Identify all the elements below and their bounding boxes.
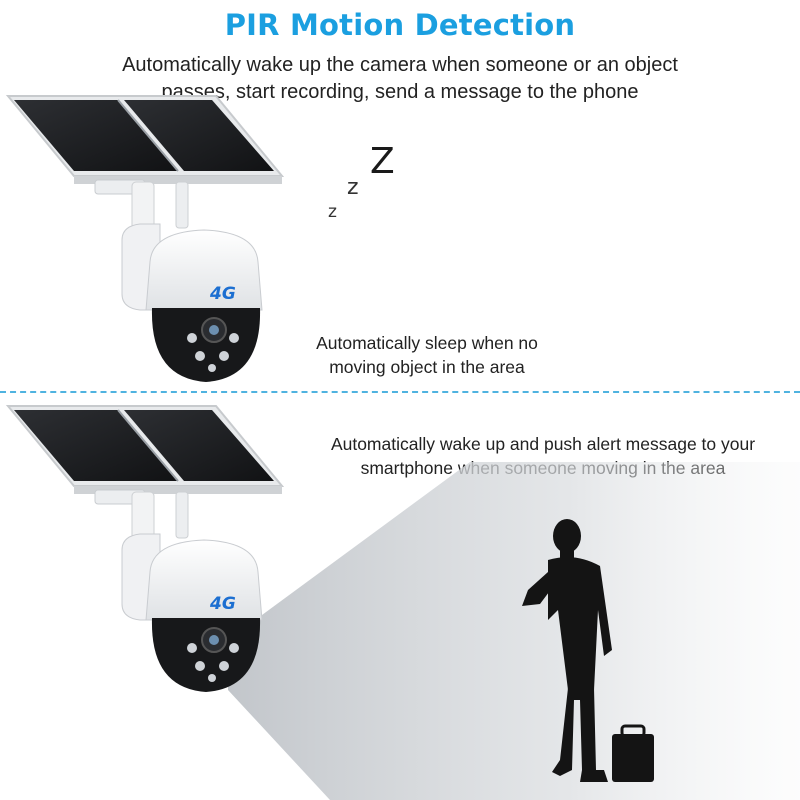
4g-badge-top: 4G xyxy=(210,284,236,304)
4g-badge-bottom: 4G xyxy=(210,594,236,614)
subtitle-line-2: passes, start recording, send a message … xyxy=(161,81,639,103)
sleep-z-medium: z xyxy=(347,175,359,200)
person-silhouette xyxy=(522,519,654,782)
solar-camera-sleeping xyxy=(7,95,283,383)
sleep-caption-line-2: moving object in the area xyxy=(329,357,525,377)
section-divider xyxy=(0,391,800,393)
subtitle-line-1: Automatically wake up the camera when so… xyxy=(122,54,678,76)
sleep-z-small: z xyxy=(328,202,337,222)
page-subtitle: Automatically wake up the camera when so… xyxy=(0,52,800,106)
sleep-z-large: Z xyxy=(370,141,395,182)
alert-caption-line-1: Automatically wake up and push alert mes… xyxy=(330,434,756,454)
page-title: PIR Motion Detection xyxy=(224,8,576,42)
sleep-caption-line-1: Automatically sleep when no xyxy=(316,333,538,353)
detection-beam xyxy=(228,462,800,800)
solar-camera-active xyxy=(7,405,283,693)
sleep-caption: Automatically sleep when no moving objec… xyxy=(272,331,582,379)
